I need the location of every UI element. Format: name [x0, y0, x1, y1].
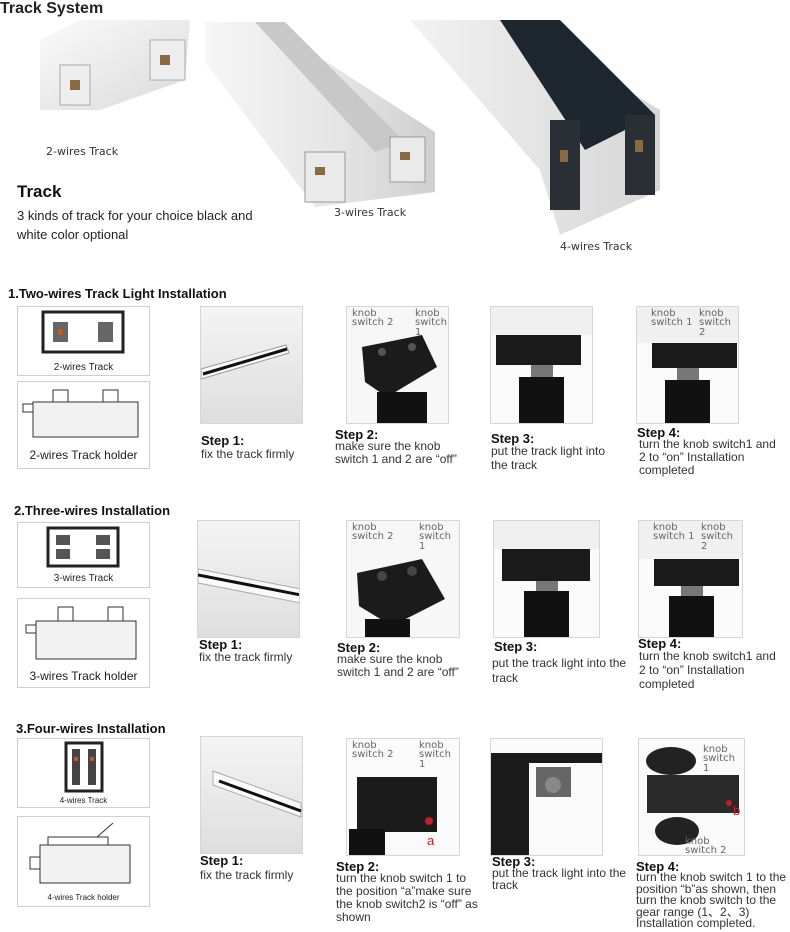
- knob-label-a: knob: [651, 308, 676, 319]
- holder-label: 3-wires Track holder: [29, 669, 138, 683]
- knob-label-a: knob: [352, 308, 377, 319]
- 2-wire-track-caption: 2-wires Track: [46, 145, 119, 158]
- knob-label-b: knob: [419, 740, 444, 751]
- holder-label: 4-wires Track holder: [47, 893, 120, 902]
- step3-label: Step 3:: [491, 431, 535, 446]
- step1-label: Step 1:: [199, 637, 243, 652]
- section-title-three-wires: 2.Three-wires Installation: [14, 503, 171, 518]
- step1-photo: [200, 306, 303, 424]
- 3-wire-track-photo: [205, 22, 435, 207]
- position-a-marker: a: [427, 833, 435, 848]
- position-b-marker: b: [733, 803, 741, 818]
- knob-label-b: knob: [699, 308, 724, 319]
- step4-photo: knob switch 1 knob switch 2 b: [638, 738, 745, 856]
- step3-text: put the track light into the track: [492, 656, 627, 685]
- step3-label: Step 3:: [494, 639, 538, 654]
- knob-label-a: knob: [352, 740, 377, 751]
- track-label: 4-wires Track: [59, 796, 108, 805]
- step4-label: Step 4:: [637, 425, 681, 440]
- step3-label: Step 3:: [492, 854, 536, 869]
- 4-wire-track-caption: 4-wires Track: [560, 240, 633, 253]
- track-description: 3 kinds of track for your choice black a…: [17, 208, 253, 242]
- knob-label-b: knob: [415, 308, 440, 319]
- track-heading: Track: [17, 182, 62, 201]
- knob-label-a-switch: switch 2: [352, 317, 394, 328]
- knob-label-b: knob: [685, 836, 710, 847]
- knob-label-a-switch: switch 1: [653, 531, 695, 542]
- step2-photo: knob switch 2 knob switch 1: [346, 520, 460, 638]
- 4-wire-track-diagram: 4-wires Track: [17, 738, 150, 808]
- knob-label-a-switch: switch 1: [703, 753, 735, 774]
- step2-photo: knob switch 2 knob switch 1: [346, 306, 449, 424]
- track-holder-icon: [22, 389, 139, 438]
- knob-label-b-switch: switch 2: [699, 317, 731, 338]
- knob-label-a-switch: switch 2: [352, 749, 394, 760]
- step4-label: Step 4:: [636, 859, 680, 874]
- 3-wire-track-caption: 3-wires Track: [334, 206, 407, 219]
- step4-label: Step 4:: [638, 636, 682, 651]
- step3-photo: [490, 738, 603, 856]
- step1-label: Step 1:: [200, 853, 244, 868]
- track-holder-icon: [29, 822, 131, 884]
- knob-label-b-switch: switch 2: [701, 531, 733, 552]
- page-title: Track System: [0, 0, 104, 17]
- knob-label-a: knob: [703, 744, 728, 755]
- section-title-two-wires: 1.Two-wires Track Light Installation: [8, 286, 227, 301]
- 4-wire-track-photo: [410, 20, 660, 235]
- knob-label-b-switch: switch 2: [685, 845, 727, 856]
- step1-text: fix the track firmly: [200, 868, 294, 882]
- track-profile-icon: [46, 526, 120, 568]
- step2-text: turn the knob switch 1 to the position “…: [336, 871, 478, 924]
- step3-text: put the track light into the track: [491, 444, 606, 472]
- knob-label-b: knob: [701, 522, 726, 533]
- step2-label: Step 2:: [335, 427, 379, 442]
- 3-wire-track-diagram: 3-wires Track: [17, 522, 150, 588]
- track-holder-icon: [25, 606, 137, 660]
- step2-text: make sure the knob switch 1 and 2 are “o…: [337, 652, 459, 679]
- step1-label: Step 1:: [201, 433, 245, 448]
- step3-photo: [490, 306, 593, 424]
- step1-text: fix the track firmly: [201, 447, 295, 461]
- step1-photo: [200, 736, 303, 854]
- knob-label-b-switch: switch 1: [419, 749, 451, 770]
- step2-text: make sure the knob switch 1 and 2 are “o…: [335, 439, 457, 466]
- step2-label: Step 2:: [336, 859, 380, 874]
- track-profile-icon: [64, 741, 104, 793]
- step4-text: turn the knob switch1 and 2 to “on” Inst…: [639, 649, 776, 691]
- 2-wire-track-photo: [40, 20, 190, 110]
- 2-wire-track-diagram: 2-wires Track: [17, 306, 150, 376]
- knob-label-a: knob: [352, 522, 377, 533]
- track-label: 2-wires Track: [53, 362, 114, 373]
- 2-wire-holder-diagram: 2-wires Track holder: [17, 381, 150, 469]
- step3-photo: [493, 520, 600, 638]
- step1-photo: [197, 520, 300, 638]
- step2-photo: knob switch 2 knob switch 1 a: [346, 738, 460, 856]
- section-title-four-wires: 3.Four-wires Installation: [16, 721, 166, 736]
- knob-label-a-switch: switch 1: [651, 317, 693, 328]
- knob-label-b: knob: [419, 522, 444, 533]
- step3-text: put the track light into the track: [492, 866, 627, 892]
- track-profile-icon: [41, 310, 125, 354]
- knob-label-b-switch: switch 1: [419, 531, 451, 552]
- holder-label: 2-wires Track holder: [29, 448, 138, 462]
- step1-text: fix the track firmly: [199, 650, 293, 664]
- 3-wire-holder-diagram: 3-wires Track holder: [17, 598, 150, 688]
- step4-text: turn the knob switch1 and 2 to “on” Inst…: [639, 437, 776, 477]
- step4-text: turn the knob switch 1 to the position “…: [636, 870, 787, 930]
- knob-label-b-switch: switch 1: [415, 317, 447, 338]
- step4-photo: knob switch 1 knob switch 2: [638, 520, 743, 638]
- knob-label-a-switch: switch 2: [352, 531, 394, 542]
- step2-label: Step 2:: [337, 640, 381, 655]
- track-label: 3-wires Track: [53, 573, 114, 584]
- knob-label-a: knob: [653, 522, 678, 533]
- 4-wire-holder-diagram: 4-wires Track holder: [17, 816, 150, 907]
- step4-photo: knob switch 1 knob switch 2: [636, 306, 739, 424]
